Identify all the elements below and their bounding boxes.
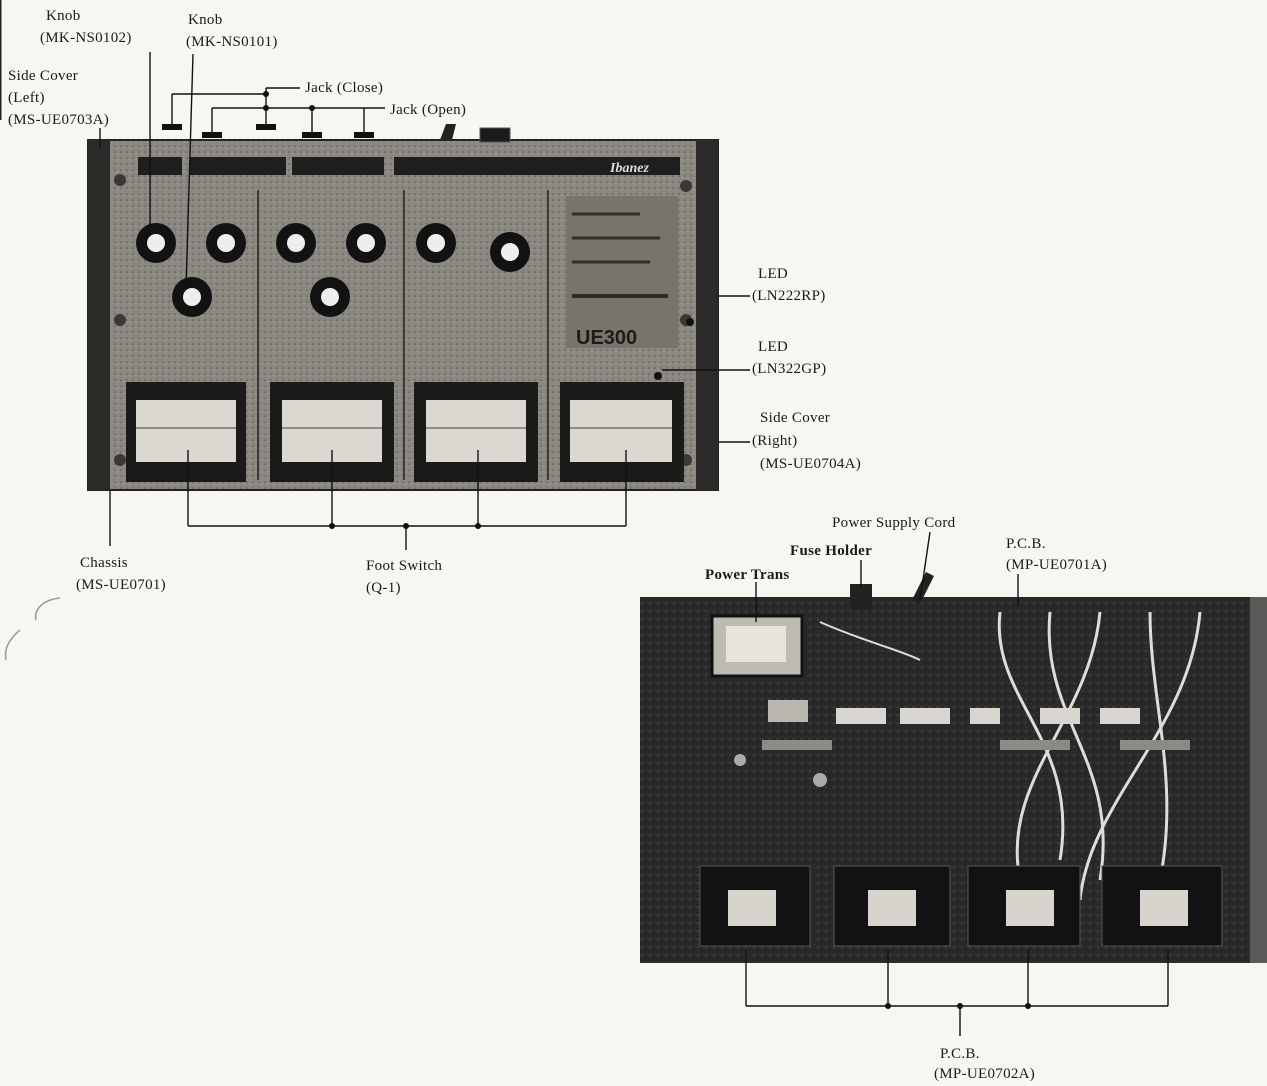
brand-logo: Ibanez bbox=[609, 161, 649, 176]
screw bbox=[680, 180, 692, 192]
chassis-part: (MS-UE0701) bbox=[76, 577, 166, 593]
side-cover-left-side: (Left) bbox=[8, 90, 45, 106]
screw bbox=[114, 454, 126, 466]
side-cover-right-title: Side Cover bbox=[760, 410, 831, 426]
foot-switch-part: (Q-1) bbox=[366, 580, 401, 596]
power-trans-label: Power Trans bbox=[705, 567, 790, 583]
chassis-title: Chassis bbox=[80, 555, 128, 571]
bottom-unit-photo bbox=[640, 572, 1267, 963]
foot-switch bbox=[414, 382, 538, 482]
side-cover-left-part: (MS-UE0703A) bbox=[8, 112, 110, 128]
knob-icon bbox=[416, 223, 456, 263]
top-unit-photo: Ibanez UE300 bbox=[87, 124, 719, 491]
side-cover-left-title: Side Cover bbox=[8, 68, 79, 84]
knob-right-part: (MK-NS0101) bbox=[186, 34, 278, 50]
screw bbox=[114, 314, 126, 326]
pcb-bottom-part: (MP-UE0702A) bbox=[934, 1066, 1036, 1082]
knob-right-title: Knob bbox=[188, 12, 223, 28]
model-area bbox=[566, 196, 678, 348]
side-cover-right bbox=[696, 140, 718, 490]
label-strip bbox=[292, 157, 384, 175]
bottom-leader-lines bbox=[745, 531, 1169, 1036]
foot-switch bbox=[126, 382, 246, 482]
screw bbox=[114, 174, 126, 186]
pcb-bottom-title: P.C.B. bbox=[940, 1046, 980, 1062]
led-green-title: LED bbox=[758, 339, 789, 355]
side-cover-left bbox=[88, 140, 110, 490]
foot-switch-title: Foot Switch bbox=[366, 558, 443, 574]
jack-open-label: Jack (Open) bbox=[390, 102, 467, 118]
knob-icon bbox=[276, 223, 316, 263]
power-cord bbox=[912, 572, 934, 604]
led-red bbox=[686, 318, 694, 326]
knob-left-title: Knob bbox=[46, 8, 81, 24]
foot-switch bbox=[560, 382, 684, 482]
model-name: UE300 bbox=[576, 327, 637, 349]
knob-left-part: (MK-NS0102) bbox=[40, 30, 132, 46]
jack-close-label: Jack (Close) bbox=[305, 80, 384, 96]
label-strip bbox=[394, 157, 680, 175]
knob-icon bbox=[172, 277, 212, 317]
knob-icon bbox=[136, 223, 176, 263]
knob-icon bbox=[490, 232, 530, 272]
knob-icon bbox=[310, 277, 350, 317]
led-green-part: (LN322GP) bbox=[752, 361, 827, 377]
pcb-top-title: P.C.B. bbox=[1006, 536, 1046, 552]
fuse-holder bbox=[850, 584, 872, 610]
led-red-title: LED bbox=[758, 266, 789, 282]
side-cover-right-part: (MS-UE0704A) bbox=[760, 456, 862, 472]
fuse-holder-label: Fuse Holder bbox=[790, 543, 873, 559]
label-strip bbox=[190, 157, 286, 175]
power-supply-cord-label: Power Supply Cord bbox=[832, 515, 956, 531]
knob-icon bbox=[206, 223, 246, 263]
pcb-top-part: (MP-UE0701A) bbox=[1006, 557, 1108, 573]
top-leader-lines bbox=[99, 52, 750, 550]
side-cover-right-side: (Right) bbox=[752, 433, 798, 449]
knob-icon bbox=[346, 223, 386, 263]
led-red-part: (LN222RP) bbox=[752, 288, 826, 304]
label-strip bbox=[138, 157, 182, 175]
led-green bbox=[654, 372, 662, 380]
